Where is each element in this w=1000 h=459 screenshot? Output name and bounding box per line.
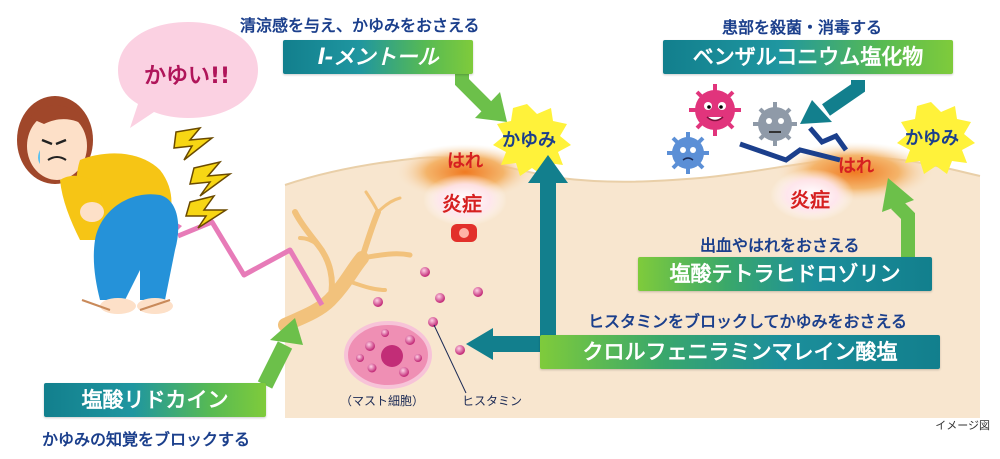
itch-starburst-2 [897, 102, 975, 174]
chlor-caption: ヒスタミンをブロックしてかゆみをおさえる [588, 312, 908, 331]
lidocaine-caption: かゆみの知覚をブロックする [42, 430, 251, 449]
histamine-pointer [433, 324, 467, 394]
inflammation-label-2: 炎症 [790, 188, 830, 212]
tetra-label: 塩酸テトラヒドロゾリン [638, 257, 932, 291]
menthol-arrow [455, 68, 507, 122]
menthol-label: l-メントール [283, 40, 473, 74]
histamine-granules [373, 267, 483, 355]
lidocaine-label: 塩酸リドカイン [44, 383, 266, 417]
germ-icon-pink [689, 84, 741, 136]
lightning-icon [173, 126, 233, 229]
person-scratching-icon [17, 96, 179, 314]
chlor-label: クロルフェニラミンマレイン酸塩 [540, 335, 940, 369]
image-note: イメージ図 [935, 419, 990, 432]
itch-starburst-1 [493, 104, 571, 176]
inflammation-bubble-1 [423, 174, 507, 226]
redness-label-1: はれ [447, 151, 483, 172]
tetra-caption: 出血やはれをおさえる [700, 236, 860, 255]
lidocaine-arrow [257, 318, 303, 389]
redness-label-2: はれ [838, 156, 874, 177]
inflammation-marker-icon [451, 224, 477, 242]
germ-icon-blue [667, 132, 709, 174]
inflammation-label-1: 炎症 [442, 192, 482, 216]
mast-cell-label: （マスト細胞） [340, 394, 425, 408]
itch-label-1: かゆみ [502, 130, 556, 151]
benz-arrow [800, 80, 865, 124]
disinfect-zigzag-icon [739, 126, 849, 163]
tetra-arrow [882, 178, 915, 258]
mast-cell-icon [344, 321, 432, 389]
menthol-caption: 清涼感を与え、かゆみをおさえる [240, 16, 480, 35]
benz-caption: 患部を殺菌・消毒する [722, 18, 883, 37]
germ-icon-gray [753, 102, 797, 146]
histamine-label: ヒスタミン [462, 394, 523, 408]
benz-label: ベンザルコニウム塩化物 [663, 40, 953, 74]
speech-bubble [118, 22, 258, 128]
nerve-icon [278, 190, 413, 332]
itch-label-2: かゆみ [905, 128, 959, 149]
inflammation-bubble-2 [770, 169, 854, 221]
antihistamine-arrow [466, 155, 568, 360]
speech-bubble-text: かゆい!! [144, 64, 231, 89]
